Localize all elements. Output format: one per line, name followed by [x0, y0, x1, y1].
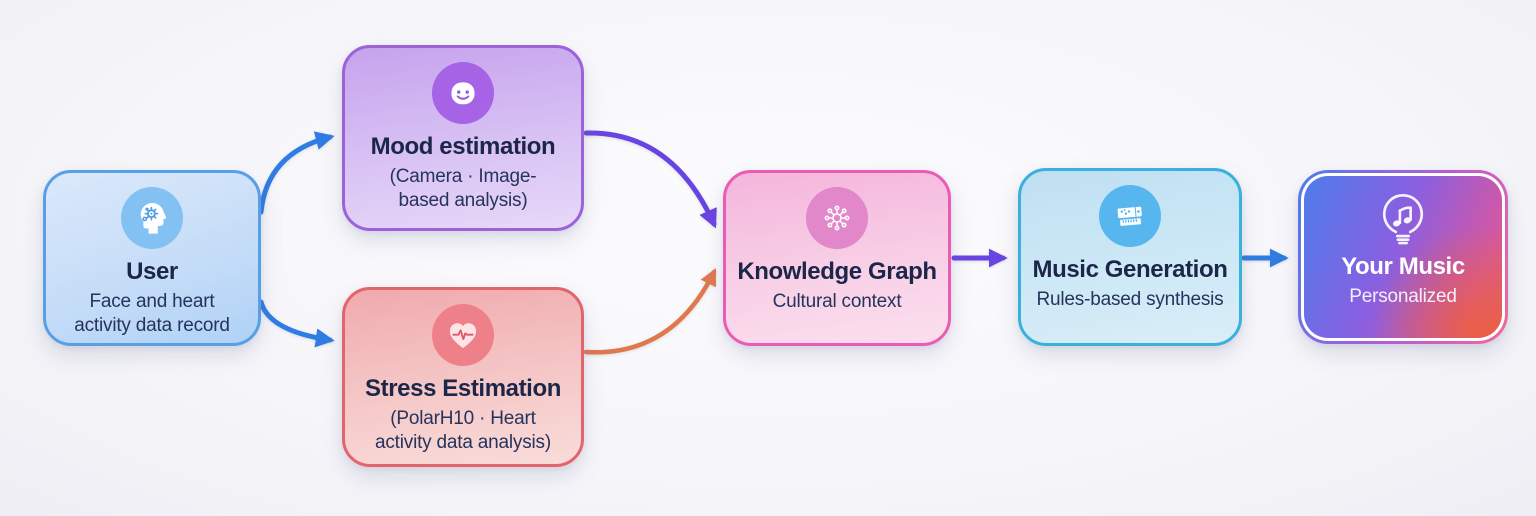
node-your-music: Your Music Personalized [1298, 170, 1508, 344]
node-knowledge-graph-subtitle: Cultural context [772, 290, 902, 312]
node-stress-estimation: Stress Estimation (PolarH10 · Heart acti… [342, 287, 584, 467]
edge-stress-to-knowledge-graph [583, 268, 717, 355]
edge-mood-to-knowledge-graph [583, 130, 717, 229]
node-stress-subtitle: (PolarH10 · Heart activity data analysis… [375, 407, 551, 454]
node-knowledge-graph-title: Knowledge Graph [737, 258, 937, 285]
node-user: User Face and heart activity data record [43, 170, 261, 346]
node-your-music-subtitle: Personalized [1349, 285, 1457, 307]
node-music-generation-title: Music Generation [1032, 256, 1228, 283]
node-music-generation-subtitle: Rules-based synthesis [1036, 288, 1224, 310]
lightbulb-music-note-icon [1382, 193, 1424, 245]
smiley-face-icon [432, 62, 494, 124]
synthesizer-icon [1099, 185, 1161, 247]
heart-pulse-icon [432, 304, 494, 366]
node-music-generation: Music Generation Rules-based synthesis [1018, 168, 1242, 346]
node-user-subtitle: Face and heart activity data record [74, 290, 230, 337]
head-gears-icon [121, 187, 183, 249]
network-graph-icon [806, 187, 868, 249]
node-user-title: User [126, 258, 178, 285]
edge-user-to-stress [258, 299, 335, 348]
node-stress-title: Stress Estimation [365, 375, 561, 402]
node-knowledge-graph: Knowledge Graph Cultural context [723, 170, 951, 346]
node-your-music-title: Your Music [1341, 253, 1465, 280]
edge-user-to-mood [258, 131, 335, 215]
node-mood-title: Mood estimation [370, 133, 556, 160]
node-mood-estimation: Mood estimation (Camera · Image- based a… [342, 45, 584, 231]
node-mood-subtitle: (Camera · Image- based analysis) [389, 165, 537, 212]
